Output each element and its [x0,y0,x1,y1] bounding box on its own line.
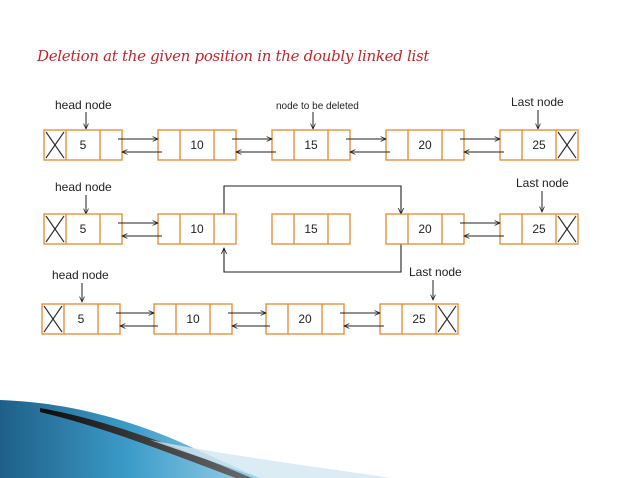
head-node-label-row2: head node [55,180,112,194]
list-row-3: 5 10 20 25 [41,303,459,335]
null-next-mark [557,215,577,243]
head-node-label-row3: head node [52,268,109,282]
list-node: 10 [157,213,237,245]
node-value: 20 [418,222,432,236]
node-box [271,213,351,245]
node-value: 20 [418,138,432,152]
list-node: 10 [157,129,237,161]
node-box [157,129,237,161]
node-value: 5 [78,312,85,326]
list-node: 25 [379,303,459,335]
node-box [43,129,123,161]
node-box [265,303,345,335]
bypass-next-link [223,185,401,218]
row3-labels: head node Last node [52,265,462,302]
node-box [271,129,351,161]
list-row-2: 5 10 15 20 25 [43,213,579,245]
null-prev-mark [45,215,65,243]
null-prev-mark [43,305,63,333]
null-next-mark [557,131,577,159]
head-node-label-row1: head node [55,98,112,112]
list-node: 25 [499,213,579,245]
node-box [41,303,121,335]
node-value: 25 [532,222,546,236]
list-node: 5 [41,303,121,335]
node-value: 20 [298,312,312,326]
list-node: 5 [43,129,123,161]
node-box [157,213,237,245]
list-node: 20 [265,303,345,335]
null-next-mark [437,305,457,333]
last-node-label-row2: Last node [516,176,569,190]
null-prev-mark [45,131,65,159]
bypass-links [223,185,402,273]
node-value: 25 [412,312,426,326]
node-value: 15 [304,222,318,236]
row2-labels: head node Last node [55,176,569,214]
node-to-delete-label: node to be deleted [276,101,359,112]
list-node: 25 [499,129,579,161]
node-box [379,303,459,335]
list-node: 5 [43,213,123,245]
node-box [153,303,233,335]
list-node: 20 [385,129,465,161]
node-value: 10 [190,138,204,152]
node-value: 5 [80,222,87,236]
list-row-1: 5 10 15 20 25 [43,129,579,161]
list-node: 10 [153,303,233,335]
node-box [385,129,465,161]
node-box [499,213,579,245]
node-box [499,129,579,161]
last-node-label-row3: Last node [409,265,462,279]
slide-title: Deletion at the given position in the do… [37,47,430,65]
list-rows: 5 10 15 20 25 5 10 15 20 25 5 10 20 25 [41,129,579,335]
list-node: 15 [271,129,351,161]
bypass-prev-link [224,244,402,273]
node-value: 5 [80,138,87,152]
list-node: 15 [271,213,351,245]
node-box [385,213,465,245]
node-value: 10 [186,312,200,326]
node-value: 10 [190,222,204,236]
node-value: 15 [304,138,318,152]
node-box [43,213,123,245]
list-node: 20 [385,213,465,245]
row1-labels: head node node to be deleted Last node [55,95,564,129]
node-value: 25 [532,138,546,152]
last-node-label-row1: Last node [511,95,564,109]
